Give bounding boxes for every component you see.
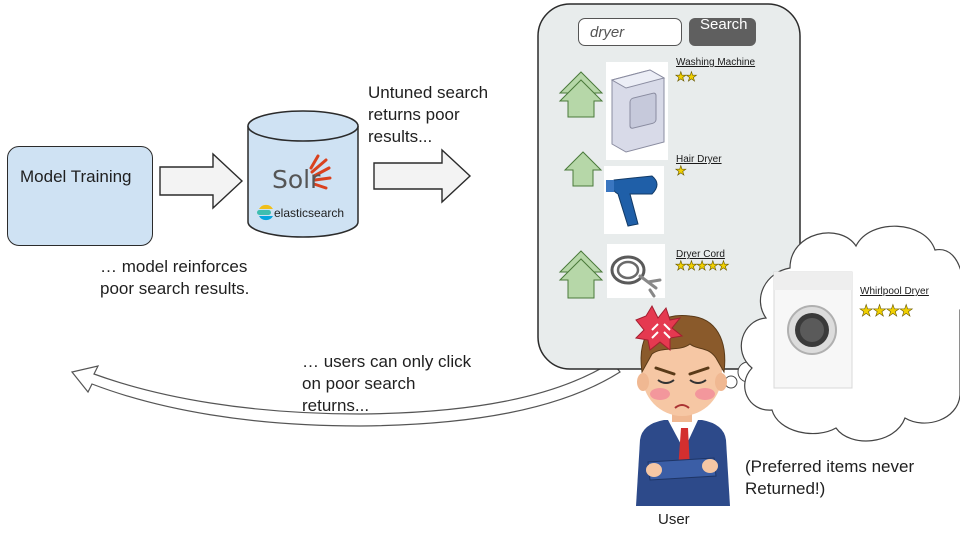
caption-line: on poor search [302,374,416,393]
result-rating-stars: ★★ [675,69,698,84]
caption-line: … model reinforces [100,257,248,276]
arrow-db-to-results [373,148,472,204]
arrow-model-to-db [159,152,244,210]
hair-dryer-image [604,166,664,234]
caption-line: returns... [302,396,370,415]
result-title-hair-dryer[interactable]: Hair Dryer [676,154,722,165]
upvote-arrow-icon [558,79,604,118]
caption-line: returns poor [368,105,460,124]
washing-machine-image [606,62,668,160]
preferred-items-caption: (Preferred items never Returned!) [745,456,914,500]
angry-user-figure [634,304,730,506]
users-click-caption: … users can only click on poor search re… [302,351,471,417]
caption-line: … users can only click [302,352,472,371]
search-engine-database [247,110,359,238]
model-training-label: Model Training [20,167,132,186]
search-input[interactable]: dryer [578,18,682,46]
solr-logo-icon [309,154,332,190]
result-title-washing-machine[interactable]: Washing Machine [676,57,756,68]
caption-line: results... [368,127,433,146]
search-button[interactable]: Search [689,18,756,46]
user-label: User [658,511,690,528]
feedback-curved-arrow [70,361,621,427]
upvote-arrow-icon [558,258,604,299]
caption-line: Untuned search [368,83,489,102]
dryer-cord-image [607,244,665,298]
preferred-item-stars: ★★★★ [859,303,914,320]
model-training-box [7,146,153,246]
preferred-item-title[interactable]: Whirlpool Dryer [860,286,929,297]
anger-symbol-icon [634,304,684,352]
elasticsearch-label: elasticsearch [274,206,345,220]
whirlpool-dryer-image [773,271,853,389]
result-rating-stars: ★★★★★ [675,258,730,273]
solr-label: Solr [272,165,321,194]
caption-line: poor search results. [100,279,250,298]
upvote-arrow-icon [563,151,603,187]
result-rating-stars: ★ [675,163,687,178]
caption-line: (Preferred items never [745,457,915,476]
elasticsearch-logo-icon [257,204,273,221]
caption-line: Returned!) [745,479,826,498]
model-reinforces-caption: … model reinforces poor search results. [100,256,249,300]
result-title-dryer-cord[interactable]: Dryer Cord [676,249,725,260]
untuned-search-caption: Untuned search returns poor results... [368,82,488,148]
